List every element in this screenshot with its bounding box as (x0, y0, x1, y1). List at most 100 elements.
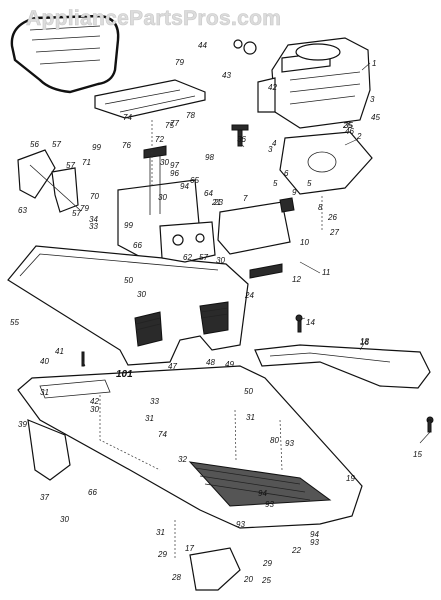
callout-label: 21 (211, 198, 221, 207)
callout-label: 93 (285, 439, 294, 448)
callout-label: 79 (80, 204, 89, 213)
callout-label: 36 (237, 135, 246, 144)
callout-label: 65 (190, 176, 199, 185)
callout-label: 94 (180, 182, 189, 191)
pulley (233, 39, 257, 55)
callout-label: 6 (284, 169, 289, 178)
fender-right (254, 344, 431, 389)
seat (10, 14, 120, 94)
callout-label: 30 (60, 515, 69, 524)
callout-label: 34 (89, 215, 98, 224)
callout-label: 31 (40, 388, 49, 397)
callout-label: 17 (185, 544, 194, 553)
callout-label: 64 (204, 189, 213, 198)
hood (7, 245, 249, 366)
callout-label: 74 (123, 113, 132, 122)
callout-label: 10 (300, 238, 309, 247)
spring (249, 263, 283, 279)
callout-label: 1 (372, 59, 376, 68)
callout-label: 72 (155, 135, 164, 144)
engine-mount-plate (279, 131, 373, 195)
callout-label: 25 (261, 576, 271, 585)
fuel-tank (217, 197, 295, 255)
callout-label: 50 (244, 387, 253, 396)
callout-label: 75 (165, 121, 174, 130)
callout-label: 37 (40, 493, 49, 502)
callout-label: 30 (137, 290, 146, 299)
callout-label: 5 (273, 179, 278, 188)
callout-label: 47 (168, 362, 177, 371)
callout-label: 71 (82, 158, 91, 167)
seat-bracket (94, 79, 206, 119)
callout-label: 11 (322, 268, 330, 277)
callout-label: 12 (292, 275, 301, 284)
callout-labels: 1 2 3 3 4 5 5 6 7 8 9 10 11 12 14 15 16 … (10, 41, 422, 585)
callout-label: 20 (243, 575, 253, 584)
callout-label: 31 (246, 413, 255, 422)
leader-lines (82, 62, 431, 444)
callout-label: 2 (356, 132, 362, 141)
callout-label: 79 (175, 58, 184, 67)
callout-label: 26 (327, 213, 337, 222)
callout-label: 30 (158, 193, 167, 202)
callout-label: 33 (89, 222, 98, 231)
callout-label: 55 (10, 318, 19, 327)
callout-label: 66 (133, 241, 142, 250)
callout-label: 49 (225, 360, 234, 369)
control-bracket (159, 221, 216, 263)
callout-label: 94 (310, 530, 319, 539)
callout-label: 77 (170, 119, 179, 128)
callout-label: 74 (158, 430, 167, 439)
callout-label: 28 (171, 573, 181, 582)
callout-label: 57 (72, 209, 81, 218)
callout-label: 93 (236, 520, 245, 529)
callout-label: 93 (265, 500, 274, 509)
callout-label: 70 (90, 192, 99, 201)
callout-label: 94 (258, 489, 267, 498)
callout-label: 98 (205, 153, 214, 162)
callout-label: 33 (150, 397, 159, 406)
callout-label: 29 (157, 550, 167, 559)
callout-label: 44 (198, 41, 207, 50)
callout-label: 93 (310, 538, 319, 547)
callout-label: 80 (270, 436, 279, 445)
callout-label: 43 (222, 71, 231, 80)
assembly-guides (99, 120, 323, 560)
callout-label: 3 (268, 145, 273, 154)
callout-label: 46 (345, 127, 354, 136)
callout-label: 39 (18, 420, 27, 429)
callout-label: 9 (292, 188, 297, 197)
callout-label: 62 (183, 253, 192, 262)
callout-label: 4 (272, 139, 277, 148)
callout-label: 66 (88, 488, 97, 497)
callout-label: 30 (90, 405, 99, 414)
callout-label: 5 (307, 179, 312, 188)
engine (257, 37, 371, 129)
callout-label: 41 (55, 347, 64, 356)
callout-label: 24 (244, 291, 254, 300)
callout-label: 31 (156, 528, 165, 537)
callout-label: 3 (370, 95, 375, 104)
callout-label: 42 (268, 83, 277, 92)
callout-label: 57 (66, 161, 75, 170)
callout-label: 42 (90, 397, 99, 406)
pedal-assembly (17, 149, 81, 213)
callout-label: 35 (344, 121, 353, 130)
callout-label: 45 (371, 113, 380, 122)
callout-label: 57 (52, 140, 61, 149)
callout-label: 63 (18, 206, 27, 215)
callout-label: 29 (262, 559, 272, 568)
drawbar-plate (189, 547, 241, 591)
callout-label: 8 (318, 203, 323, 212)
callout-label: 78 (186, 111, 195, 120)
callout-label: 23 (213, 198, 223, 207)
callout-label: 101 (116, 369, 133, 380)
callout-label: 22 (291, 546, 301, 555)
callout-label: 30 (160, 158, 169, 167)
callout-label: 25 (342, 121, 352, 130)
callout-label: 30 (216, 256, 225, 265)
callout-label: 99 (92, 143, 101, 152)
main-frame (17, 365, 363, 529)
